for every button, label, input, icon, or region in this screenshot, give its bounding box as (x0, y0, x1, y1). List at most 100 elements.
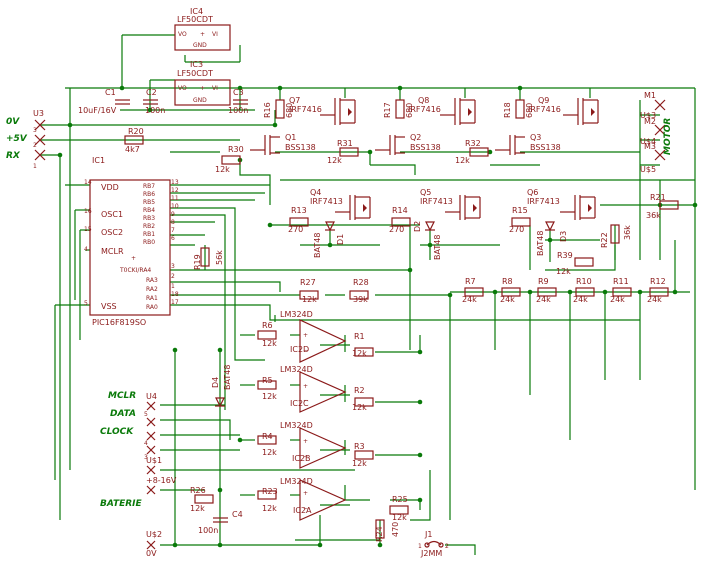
svg-text:4k7: 4k7 (125, 145, 140, 154)
svg-text:R5: R5 (262, 376, 273, 385)
svg-text:100n: 100n (198, 526, 218, 535)
svg-text:12k: 12k (262, 448, 277, 457)
mosfet-q7: Q7 IRF7416 (289, 96, 356, 125)
svg-text:U$3: U$3 (640, 111, 656, 120)
resistor-r23: R23 12k (257, 487, 278, 513)
svg-text:680: 680 (285, 103, 294, 118)
svg-text:R26: R26 (190, 486, 206, 495)
svg-text:−: − (303, 453, 308, 460)
svg-text:270: 270 (509, 225, 524, 234)
svg-text:3: 3 (171, 263, 175, 270)
svg-text:4: 4 (84, 246, 88, 253)
svg-text:BSS138: BSS138 (410, 143, 441, 152)
net-label-baterie: BATERIE (100, 499, 143, 509)
resistor-r31: R31 12k (327, 139, 359, 165)
svg-text:2: 2 (445, 543, 449, 550)
svg-text:24k: 24k (500, 295, 515, 304)
connector-u3: U3 32 1 (33, 109, 46, 170)
svg-text:R9: R9 (538, 277, 549, 286)
resistor-r28: R28 39k (349, 278, 369, 304)
svg-text:8: 8 (171, 219, 175, 226)
svg-text:+: + (200, 31, 205, 38)
resistor-r4: R4 12k (257, 432, 277, 457)
svg-text:+: + (200, 85, 205, 92)
svg-text:3: 3 (144, 454, 148, 461)
svg-text:IRF7416: IRF7416 (528, 105, 561, 114)
diode-d1: BAT48 D1 (313, 221, 345, 258)
resistor-r13: R13 270 (288, 206, 309, 234)
svg-text:RB1: RB1 (143, 231, 155, 238)
opamp-ic2c: +− LM324D IC2C (280, 365, 347, 413)
svg-text:6: 6 (171, 235, 175, 242)
svg-text:BSS138: BSS138 (285, 143, 316, 152)
svg-text:12k: 12k (455, 156, 470, 165)
svg-text:R17: R17 (383, 102, 392, 118)
svg-text:24k: 24k (647, 295, 662, 304)
svg-text:U$5: U$5 (640, 165, 656, 174)
svg-text:Q4: Q4 (310, 188, 321, 197)
svg-text:11: 11 (171, 195, 179, 202)
svg-text:PIC16F819SO: PIC16F819SO (92, 318, 146, 327)
svg-text:R31: R31 (337, 139, 353, 148)
net-label-5v: +5V (6, 134, 28, 144)
svg-text:10uF/16V: 10uF/16V (78, 106, 117, 115)
resistor-r7: R7 24k (462, 277, 484, 304)
svg-text:GND: GND (193, 97, 207, 104)
svg-text:12k: 12k (302, 295, 317, 304)
svg-text:IC2B: IC2B (292, 454, 311, 463)
svg-text:C3: C3 (233, 88, 244, 97)
svg-text:C2: C2 (146, 88, 157, 97)
svg-text:270: 270 (389, 225, 404, 234)
svg-text:+: + (303, 383, 308, 390)
svg-text:Q3: Q3 (530, 133, 541, 142)
svg-text:IC2D: IC2D (290, 345, 309, 354)
net-label-motor: MOTOR (663, 118, 673, 155)
connector-us2: U$2 0V (146, 530, 162, 558)
svg-text:U$1: U$1 (146, 456, 162, 465)
resistor-r22: R22 36k (600, 224, 632, 248)
net-label-rx: RX (6, 151, 21, 161)
svg-text:R22: R22 (600, 232, 609, 248)
connector-u4: U4 54 3 (144, 392, 157, 461)
capacitor-c1: C1 10uF/16V (78, 88, 130, 115)
svg-text:24k: 24k (462, 295, 477, 304)
svg-text:4: 4 (144, 440, 148, 447)
resistor-r6: R6 12k (257, 321, 277, 348)
svg-text:IRF7413: IRF7413 (527, 197, 560, 206)
resistor-r8: R8 24k (500, 277, 521, 304)
connector-motor-outputs: M1 M2 M3 U$3 U$4 U$5 (640, 91, 666, 174)
svg-text:LM324D: LM324D (280, 310, 313, 319)
mosfet-q2: Q2 BSS138 (375, 133, 441, 155)
svg-text:+: + (303, 332, 308, 339)
svg-text:R27: R27 (300, 278, 316, 287)
resistor-r18: R18 680 (503, 99, 534, 119)
svg-text:U3: U3 (33, 109, 44, 118)
svg-text:U$2: U$2 (146, 530, 162, 539)
svg-text:OSC1: OSC1 (101, 210, 123, 219)
svg-text:+: + (303, 438, 308, 445)
capacitor-c2: C2 100n (143, 88, 165, 115)
svg-text:R11: R11 (613, 277, 629, 286)
svg-text:12: 12 (171, 187, 179, 194)
svg-text:BAT48: BAT48 (536, 231, 545, 256)
svg-text:RB6: RB6 (143, 191, 155, 198)
svg-text:LF50CDT: LF50CDT (177, 15, 213, 24)
svg-text:LM324D: LM324D (280, 365, 313, 374)
svg-text:Q8: Q8 (418, 96, 429, 105)
svg-text:RB5: RB5 (143, 199, 155, 206)
capacitor-c4: C4 100n (198, 510, 243, 535)
mosfet-q3: Q3 BSS138 (495, 133, 561, 155)
svg-text:Q7: Q7 (289, 96, 300, 105)
svg-text:R19: R19 (193, 254, 202, 270)
svg-text:LM324D: LM324D (280, 421, 313, 430)
svg-text:12k: 12k (262, 339, 277, 348)
svg-text:C4: C4 (232, 510, 243, 519)
resistor-r15: R15 270 (509, 206, 531, 234)
svg-text:D1: D1 (336, 234, 345, 245)
svg-text:J2MM: J2MM (420, 549, 442, 558)
svg-text:IC2A: IC2A (293, 506, 312, 515)
svg-text:RB2: RB2 (143, 223, 155, 230)
